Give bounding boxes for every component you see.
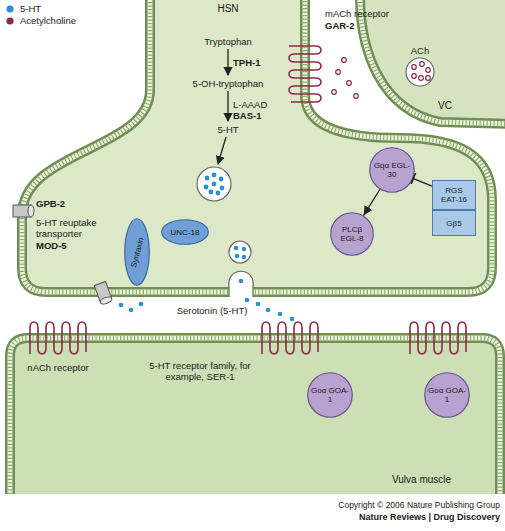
g-protein-circle: Goα GOA-1 — [424, 372, 470, 418]
node-label: Syntaxin — [129, 236, 146, 268]
part-label: Copyright © 2006 Nature Publishing Group — [338, 500, 500, 511]
inhibition-line — [413, 179, 432, 187]
node-label: UNC-18 — [171, 228, 200, 237]
part-label: TPH-1 — [233, 57, 260, 68]
node-label: VC — [438, 100, 452, 111]
part-label: Serotonin (5-HT) — [177, 305, 248, 316]
activation-arrow — [364, 190, 380, 216]
part-label: mACh receptor — [325, 8, 389, 19]
legend-swatch — [5, 16, 15, 26]
part-label: 5-HT reuptake transporter — [36, 217, 102, 239]
ser-1-receptor — [262, 322, 318, 354]
g-protein-circle: Goα GOA-1 — [307, 372, 353, 418]
pathway-arrows — [218, 49, 228, 164]
legend: 5-HTAcetylcholine — [5, 3, 76, 27]
released-serotonin — [119, 279, 295, 322]
ach-vesicle — [406, 58, 434, 86]
legend-swatch — [5, 4, 15, 14]
node-label: Goα GOA-1 — [310, 386, 350, 404]
mod-5-transporter — [94, 281, 112, 305]
part-label: MOD-5 — [36, 240, 67, 251]
gpb-2-channel — [13, 205, 34, 217]
vc-neuron-outline — [355, 0, 505, 128]
node-label: Vulva muscle — [392, 474, 451, 485]
rgs-box: RGS EAT-16 — [432, 180, 476, 210]
vulva-muscle: Vulva muscle Goα GOA-1 Goα GOA-1 — [5, 332, 505, 496]
docked-vesicle — [229, 241, 251, 263]
node-label: Gqα EGL-30 — [372, 161, 412, 179]
muscle-receptor — [410, 322, 466, 354]
legend-row: Acetylcholine — [5, 15, 76, 27]
node-label: Gβ5 — [446, 219, 461, 228]
part-label: ACh — [411, 45, 429, 56]
plc-circle: PLCβ EGL-8 — [330, 212, 374, 256]
vc-neuron: VC — [355, 0, 505, 128]
node-label: HSN — [217, 3, 238, 14]
gar-2-receptor — [289, 46, 321, 102]
node-label: RGS EAT-16 — [436, 186, 472, 204]
part-label: 5-OH-tryptophan — [193, 78, 264, 89]
part-label: L-AAAD — [233, 99, 267, 110]
released-acetylcholine — [332, 58, 359, 99]
vulva-muscle-outline — [5, 332, 505, 496]
legend-row: 5-HT — [5, 3, 76, 15]
part-label: GPB-2 — [36, 198, 65, 209]
part-label: GAR-2 — [325, 20, 355, 31]
legend-label: 5-HT — [20, 3, 41, 15]
part-label: 5-HT receptor family, for example, SER-1 — [145, 360, 255, 382]
nach-receptor — [30, 322, 86, 354]
node-label: PLCβ EGL-8 — [333, 225, 371, 243]
g-protein-circle: Gqα EGL-30 — [369, 147, 415, 193]
part-label: nACh receptor — [27, 362, 88, 373]
syntaxin-ellipse: Syntaxin — [124, 218, 150, 286]
legend-label: Acetylcholine — [20, 15, 76, 27]
unc18-ellipse: UNC-18 — [161, 219, 209, 245]
part-label: Tryptophan — [204, 36, 252, 47]
part-label: Nature Reviews | Drug Discovery — [359, 512, 500, 523]
part-label: BAS-1 — [233, 110, 262, 121]
gbeta-box: Gβ5 — [432, 210, 476, 236]
node-label: Goα GOA-1 — [427, 386, 467, 404]
serotonin-vesicle — [197, 167, 231, 201]
part-label: 5-HT — [217, 124, 238, 135]
fusing-vesicle — [229, 271, 253, 299]
